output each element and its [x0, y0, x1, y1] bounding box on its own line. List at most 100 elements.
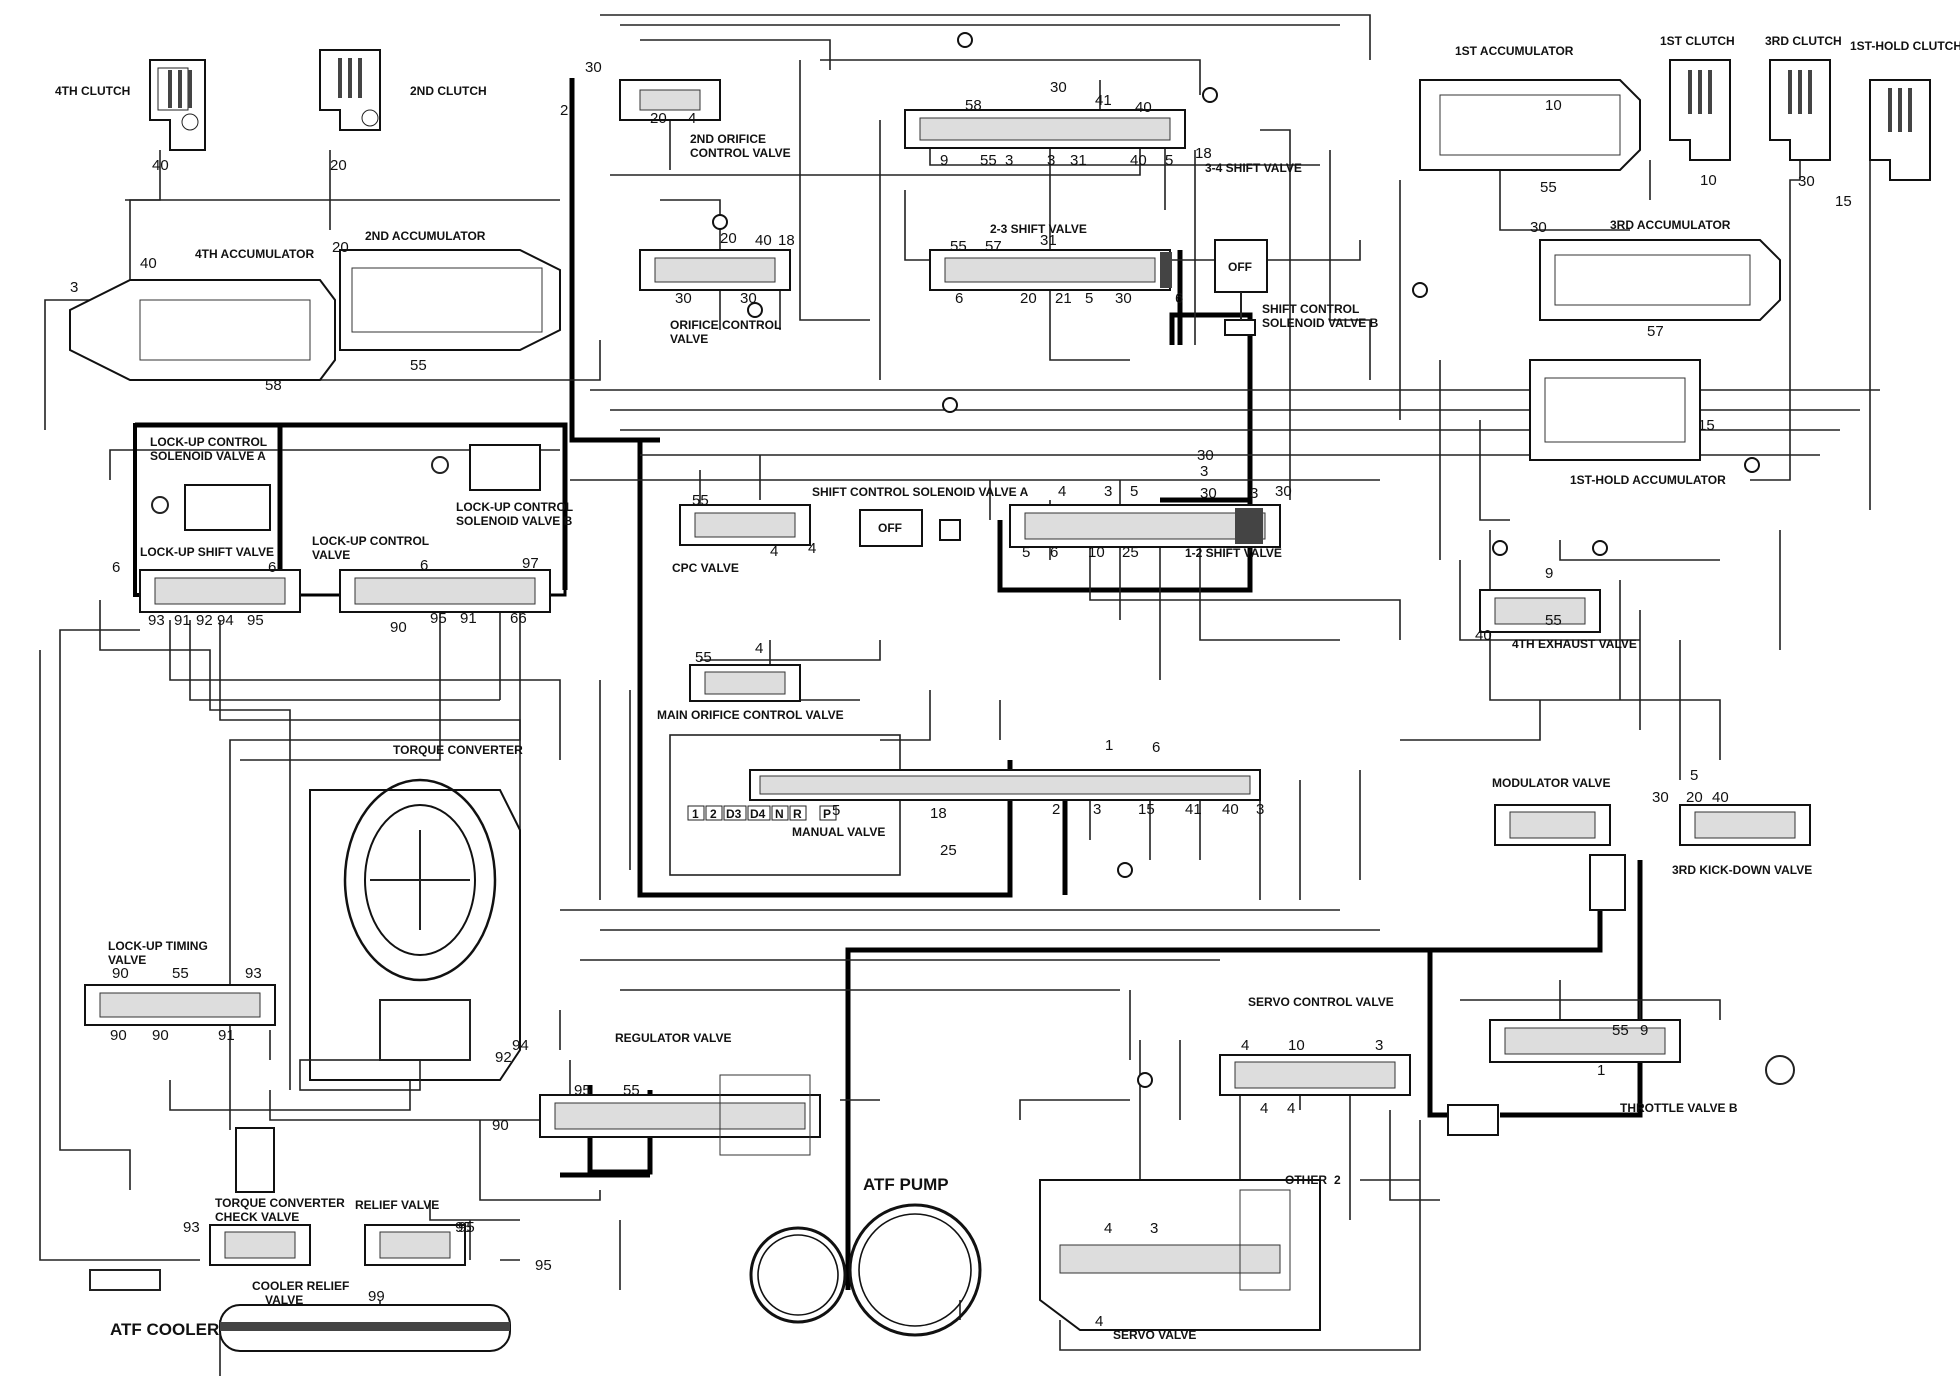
strainer [235, 1127, 275, 1193]
manual-pos-2: 2 [710, 807, 717, 821]
port-number: 55 [692, 492, 709, 509]
port-number: 18 [778, 232, 795, 249]
port-number: 90 [390, 619, 407, 636]
port-number: 40 [1712, 789, 1729, 806]
label-servo-valve: SERVO VALVE [1113, 1328, 1196, 1342]
port-number: 4 [808, 540, 816, 557]
port-number: 4 [755, 640, 763, 657]
modulator-fitting [1589, 854, 1626, 911]
port-number: 30 [1652, 789, 1669, 806]
port-number: 30 [585, 59, 602, 76]
port-number: 55 [1540, 179, 1557, 196]
label-2nd-accumulator: 2ND ACCUMULATOR [365, 229, 486, 243]
label-atf-cooler: ATF COOLER [110, 1320, 219, 1339]
port-number: 6 [268, 559, 276, 576]
port-number: 6 [955, 290, 963, 307]
port-number: 4 [1260, 1100, 1268, 1117]
label-shift-b-2: SOLENOID VALVE B [1262, 316, 1379, 330]
port-number: 93 [148, 612, 165, 629]
port-number: 5 [1130, 483, 1138, 500]
valve-3rd-kickdown [1679, 804, 1811, 846]
port-number: 5 [1085, 290, 1093, 307]
manual-pos-p: P [823, 807, 831, 821]
valve-lockup-shift [139, 569, 301, 613]
port-number: 90 [492, 1117, 509, 1134]
port-number: 15 [1138, 801, 1155, 818]
port-number: 4 [1241, 1037, 1249, 1054]
port-number: 4 [1058, 483, 1066, 500]
valve-2-3-shift [929, 249, 1172, 291]
port-number: 90 [112, 965, 129, 982]
port-number: 4 [1287, 1100, 1295, 1117]
port-number: 20 [1686, 789, 1703, 806]
label-solenoid-b-state: OFF [1228, 260, 1252, 274]
port-number: 18 [1195, 145, 1212, 162]
label-2-3-shift-valve: 2-3 SHIFT VALVE [990, 222, 1087, 236]
port-number: 40 [1135, 99, 1152, 116]
port-number: 90 [110, 1027, 127, 1044]
port-number: 10 [1545, 97, 1562, 114]
manual-position-indicator: 1 2 D3 D4 N R P [687, 805, 837, 821]
valve-manual [749, 769, 1261, 801]
label-1st-hold-accumulator: 1ST-HOLD ACCUMULATOR [1570, 473, 1726, 487]
accumulator-4th [69, 279, 336, 381]
port-number: 95 [458, 1219, 475, 1236]
port-number: 3 [1250, 485, 1258, 502]
valve-1-2-shift [1009, 504, 1281, 548]
port-number: 30 [1050, 79, 1067, 96]
port-number: 6 [1050, 544, 1058, 561]
port-number: 31 [1070, 152, 1087, 169]
port-number: 3 [1256, 801, 1264, 818]
port-number: 40 [1130, 152, 1147, 169]
port-number: 20 [332, 239, 349, 256]
label-lockup-control-2: VALVE [312, 548, 350, 562]
label-tc-check-1: TORQUE CONVERTER [215, 1196, 345, 1210]
port-number: 41 [1095, 92, 1112, 109]
accumulator-2nd [339, 249, 561, 351]
label-lockup-timing-1: LOCK-UP TIMING [108, 939, 208, 953]
port-number: 2 [560, 102, 568, 119]
accumulator-3rd [1539, 239, 1781, 321]
solenoid-shift-control-a [859, 509, 961, 547]
port-number: 15 [1835, 193, 1852, 210]
solenoid-shift-control-b [1214, 239, 1268, 336]
port-number: 30 [1275, 483, 1292, 500]
label-4th-accumulator: 4TH ACCUMULATOR [195, 247, 314, 261]
label-torque-converter: TORQUE CONVERTER [393, 743, 523, 757]
label-cpc-valve: CPC VALVE [672, 561, 739, 575]
port-number: 58 [265, 377, 282, 394]
label-servo-other: OTHER [1285, 1173, 1327, 1187]
port-number: 91 [174, 612, 191, 629]
clutch-1st [1669, 59, 1731, 161]
port-number: 6 [1175, 290, 1183, 307]
label-cooler-relief-2: VALVE [265, 1293, 303, 1307]
label-3rd-clutch: 3RD CLUTCH [1765, 34, 1842, 48]
label-manual-valve: MANUAL VALVE [792, 825, 885, 839]
port-number: 40 [140, 255, 157, 272]
component-labels: 4TH CLUTCH 2ND CLUTCH 4TH ACCUMULATOR 2N… [55, 34, 1960, 1342]
label-lockup-a-1: LOCK-UP CONTROL [150, 435, 267, 449]
label-main-orifice-control: MAIN ORIFICE CONTROL VALVE [657, 708, 844, 722]
port-number: 95 [430, 610, 447, 627]
port-number: 20 [720, 230, 737, 247]
label-modulator-valve: MODULATOR VALVE [1492, 776, 1610, 790]
port-number: 20 [1020, 290, 1037, 307]
label-1st-clutch: 1ST CLUTCH [1660, 34, 1735, 48]
port-number: 20 [330, 157, 347, 174]
valve-4th-exhaust [1479, 589, 1601, 633]
port-number: 99 [368, 1288, 385, 1305]
label-1st-accumulator: 1ST ACCUMULATOR [1455, 44, 1574, 58]
label-solenoid-a-state: OFF [878, 521, 902, 535]
port-number: 2 [1052, 801, 1060, 818]
valve-servo-control [1219, 1054, 1411, 1096]
label-relief-out-flow: 95 [535, 1257, 552, 1274]
port-number: 57 [985, 238, 1002, 255]
port-number: 4 [1095, 1313, 1103, 1330]
label-relief-valve: RELIEF VALVE [355, 1198, 439, 1212]
label-regulator-valve: REGULATOR VALVE [615, 1031, 731, 1045]
port-number: 10 [1700, 172, 1717, 189]
valve-main-orifice-control [689, 664, 801, 702]
valve-regulator [539, 1074, 821, 1156]
port-number: 15 [1698, 417, 1715, 434]
label-tc-check-2: CHECK VALVE [215, 1210, 299, 1224]
